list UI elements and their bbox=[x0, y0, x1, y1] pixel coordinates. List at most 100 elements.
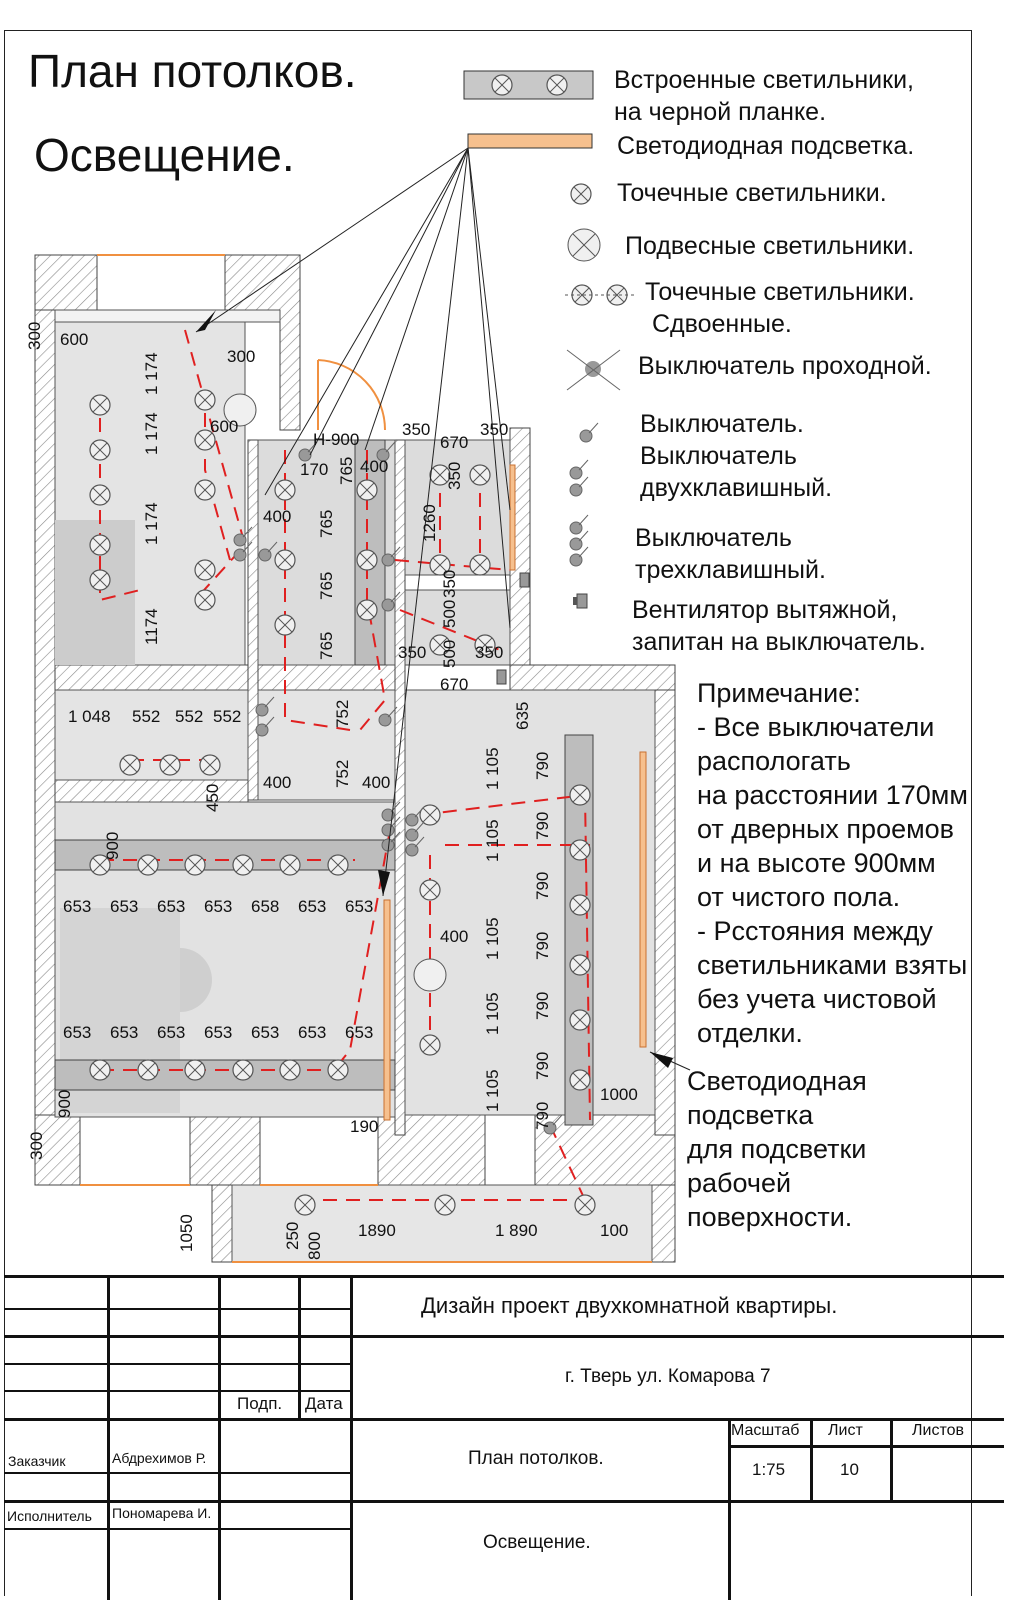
svg-text:790: 790 bbox=[533, 1102, 552, 1130]
svg-text:653: 653 bbox=[63, 897, 91, 916]
svg-text:653: 653 bbox=[157, 897, 185, 916]
svg-text:790: 790 bbox=[533, 752, 552, 780]
svg-text:900: 900 bbox=[55, 1090, 74, 1118]
drawing-title: План потолков. bbox=[28, 45, 357, 97]
svg-text:1 174: 1 174 bbox=[142, 352, 161, 395]
legend-double-spot-icon bbox=[565, 284, 635, 306]
svg-text:350: 350 bbox=[480, 420, 508, 439]
svg-text:653: 653 bbox=[204, 1023, 232, 1042]
leader-lines bbox=[195, 147, 691, 1071]
svg-text:1 174: 1 174 bbox=[142, 502, 161, 545]
svg-text:1890: 1890 bbox=[358, 1221, 396, 1240]
legend-spot-icon bbox=[570, 183, 592, 205]
svg-text:350: 350 bbox=[440, 570, 459, 598]
entrance-door bbox=[317, 359, 387, 431]
sheet-border bbox=[4, 30, 972, 1596]
svg-text:1 105: 1 105 bbox=[483, 917, 502, 960]
svg-text:552: 552 bbox=[132, 707, 160, 726]
legend-led-label: Светодиодная подсветка. bbox=[617, 132, 915, 160]
svg-text:350: 350 bbox=[475, 643, 503, 662]
svg-text:1260: 1260 bbox=[420, 504, 439, 542]
svg-text:635: 635 bbox=[513, 702, 532, 730]
svg-text:300: 300 bbox=[25, 322, 44, 350]
legend-recessed-icon bbox=[463, 70, 594, 100]
svg-text:653: 653 bbox=[298, 1023, 326, 1042]
svg-text:653: 653 bbox=[157, 1023, 185, 1042]
legend-switches-label: Выключатель. Выключатель двухклавишный. bbox=[640, 410, 833, 502]
svg-text:H-900: H-900 bbox=[313, 430, 359, 449]
svg-text:653: 653 bbox=[298, 897, 326, 916]
svg-text:1174: 1174 bbox=[142, 608, 161, 645]
svg-text:400: 400 bbox=[360, 457, 388, 476]
legend-fan-label: Вентилятор вытяжной, запитан на выключат… bbox=[632, 596, 926, 656]
svg-text:800: 800 bbox=[305, 1232, 324, 1260]
legend-spot-label: Точечные светильники. bbox=[617, 179, 887, 207]
svg-text:350: 350 bbox=[398, 643, 426, 662]
svg-text:1 105: 1 105 bbox=[483, 747, 502, 790]
legend-pendant-icon bbox=[567, 228, 601, 262]
svg-text:653: 653 bbox=[110, 1023, 138, 1042]
svg-text:1 890: 1 890 bbox=[495, 1221, 538, 1240]
legend-passthrough-icon bbox=[566, 349, 621, 391]
svg-text:752: 752 bbox=[333, 700, 352, 728]
tb-sheet-title2: Освещение. bbox=[483, 1532, 591, 1553]
led-note-text: Светодиодная подсветка для подсветки раб… bbox=[687, 1066, 867, 1232]
svg-text:350: 350 bbox=[445, 462, 464, 490]
svg-text:765: 765 bbox=[317, 510, 336, 538]
luminaires bbox=[89, 389, 596, 1216]
svg-text:658: 658 bbox=[251, 897, 279, 916]
svg-text:653: 653 bbox=[63, 1023, 91, 1042]
tb-sheets-label: Листов bbox=[912, 1422, 964, 1439]
tb-sheet: 10 bbox=[840, 1460, 859, 1479]
svg-text:250: 250 bbox=[283, 1222, 302, 1250]
svg-text:500: 500 bbox=[440, 600, 459, 628]
tb-podp: Подп. bbox=[237, 1394, 283, 1413]
note-text: Примечание: - Все выключатели распологат… bbox=[697, 678, 968, 1048]
svg-text:765: 765 bbox=[317, 632, 336, 660]
svg-text:400: 400 bbox=[440, 927, 468, 946]
tb-sheet-title1: План потолков. bbox=[468, 1448, 604, 1469]
svg-text:1 048: 1 048 bbox=[68, 707, 111, 726]
svg-text:300: 300 bbox=[27, 1132, 46, 1160]
svg-text:765: 765 bbox=[317, 572, 336, 600]
led-strips bbox=[80, 254, 652, 1263]
svg-text:350: 350 bbox=[402, 420, 430, 439]
svg-text:790: 790 bbox=[533, 872, 552, 900]
svg-text:1 105: 1 105 bbox=[483, 1069, 502, 1112]
svg-text:190: 190 bbox=[350, 1117, 378, 1136]
svg-text:300: 300 bbox=[227, 347, 255, 366]
leader-arrowheads bbox=[196, 310, 673, 1068]
drawing-subtitle: Освещение. bbox=[34, 129, 295, 181]
svg-text:552: 552 bbox=[213, 707, 241, 726]
tb-sheet-label: Лист bbox=[828, 1422, 863, 1439]
svg-text:670: 670 bbox=[440, 433, 468, 452]
tb-scale: 1:75 bbox=[752, 1460, 786, 1479]
svg-text:600: 600 bbox=[60, 330, 88, 349]
svg-text:600: 600 bbox=[210, 417, 238, 436]
legend-recessed-label: Встроенные светильники, на черной планке… bbox=[614, 66, 914, 126]
svg-text:653: 653 bbox=[345, 897, 373, 916]
tb-performer-label: Исполнитель bbox=[7, 1508, 92, 1524]
tb-customer-label: Заказчик bbox=[8, 1453, 66, 1469]
svg-text:1000: 1000 bbox=[600, 1085, 638, 1104]
walls bbox=[34, 254, 676, 1263]
svg-text:790: 790 bbox=[533, 932, 552, 960]
svg-text:1 174: 1 174 bbox=[142, 412, 161, 455]
svg-text:752: 752 bbox=[333, 760, 352, 788]
svg-text:653: 653 bbox=[204, 897, 232, 916]
tb-performer: Пономарева И. bbox=[112, 1505, 212, 1521]
tb-project: Дизайн проект двухкомнатной квартиры. bbox=[421, 1293, 838, 1318]
svg-text:653: 653 bbox=[345, 1023, 373, 1042]
svg-text:765: 765 bbox=[337, 457, 356, 485]
svg-text:552: 552 bbox=[175, 707, 203, 726]
tb-customer: Абдрехимов Р. bbox=[112, 1450, 207, 1466]
tb-scale-label: Масштаб bbox=[731, 1422, 800, 1439]
svg-text:400: 400 bbox=[263, 507, 291, 526]
svg-text:500: 500 bbox=[440, 640, 459, 668]
svg-text:790: 790 bbox=[533, 992, 552, 1020]
tb-address: г. Тверь ул. Комарова 7 bbox=[565, 1366, 771, 1387]
tb-date: Дата bbox=[305, 1394, 343, 1413]
legend-led-icon bbox=[467, 133, 593, 149]
switches bbox=[233, 441, 563, 1135]
